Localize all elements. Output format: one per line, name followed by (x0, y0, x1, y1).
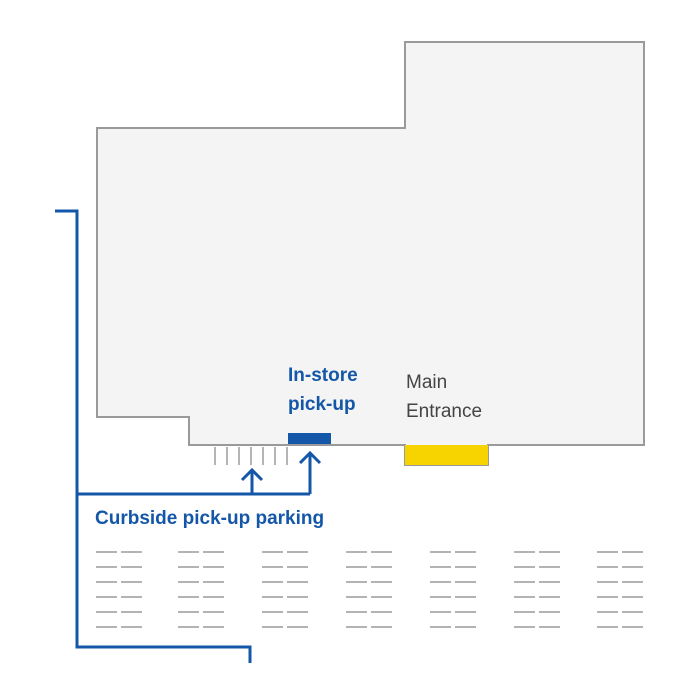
main-entrance-label-line1: Main (406, 372, 448, 393)
up-arrow-icon (298, 450, 322, 494)
main-entrance-marker (405, 445, 488, 465)
curbside-parking-stalls (214, 447, 288, 465)
access-route (55, 209, 310, 663)
in-store-pickup-label-line2: pick-up (288, 394, 356, 415)
main-entrance-label-line2: Entrance (406, 401, 483, 422)
up-arrow-icon (240, 467, 264, 494)
in-store-pickup-marker (288, 433, 331, 444)
curbside-parking-label: Curbside pick-up parking (95, 508, 325, 529)
store-building (96, 41, 645, 466)
in-store-pickup-label-line1: In-store (288, 365, 358, 386)
parking-lot (96, 551, 643, 628)
